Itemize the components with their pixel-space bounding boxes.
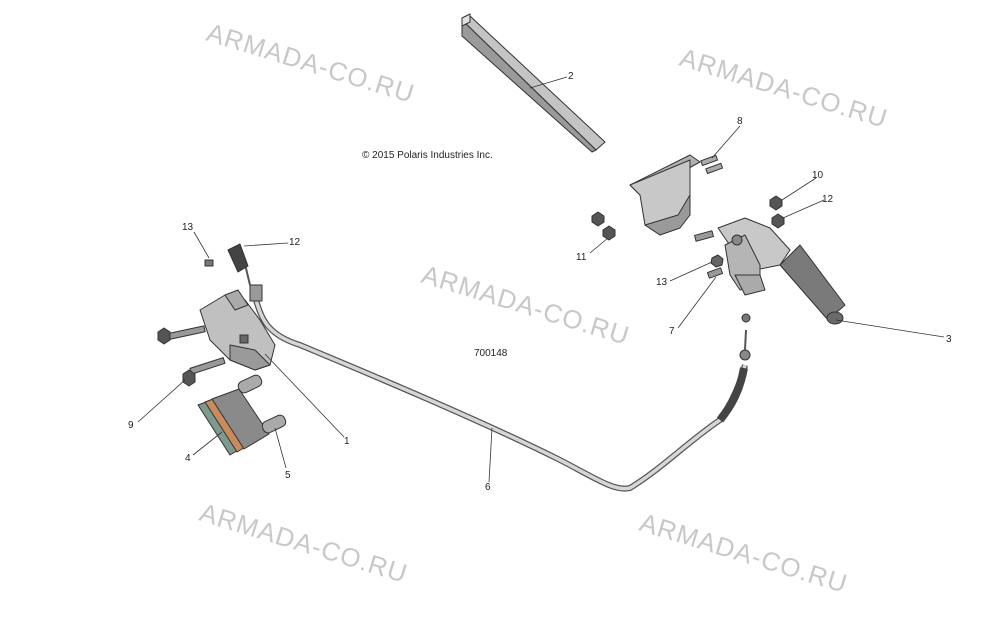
part-4-brake-pads xyxy=(197,388,270,456)
part-2-bar xyxy=(461,13,606,153)
part-11-nuts xyxy=(591,211,616,241)
part-10-nut xyxy=(769,195,783,211)
watermark: ARMADA-CO.RU xyxy=(196,497,411,589)
watermark: ARMADA-CO.RU xyxy=(418,259,633,351)
callout-9: 9 xyxy=(128,420,134,431)
leader-lines xyxy=(137,76,945,483)
part-1-caliper-bracket xyxy=(199,289,276,371)
diagram-id: 700148 xyxy=(474,348,508,359)
part-left-bolts xyxy=(157,325,226,387)
callout-4: 4 xyxy=(185,453,191,464)
callout-13-left: 13 xyxy=(182,222,194,233)
callout-5: 5 xyxy=(285,470,291,481)
part-3-handbrake-lever xyxy=(717,217,846,325)
part-8-bolts xyxy=(700,154,724,175)
part-8-bracket xyxy=(629,154,701,236)
callout-2: 2 xyxy=(568,71,574,82)
part-13-bolt-right xyxy=(694,230,724,268)
watermark: ARMADA-CO.RU xyxy=(636,507,851,599)
callout-1: 1 xyxy=(344,436,350,447)
callout-7: 7 xyxy=(669,326,675,337)
watermark: ARMADA-CO.RU xyxy=(203,17,418,109)
part-7-bolt xyxy=(706,267,724,279)
callout-8: 8 xyxy=(737,116,743,127)
watermark: ARMADA-CO.RU xyxy=(676,42,891,134)
part-12-clip-right xyxy=(771,213,785,229)
part-left-clevis xyxy=(204,243,249,273)
callout-12-right: 12 xyxy=(822,194,834,205)
callout-6: 6 xyxy=(485,482,491,493)
callout-13-right: 13 xyxy=(656,277,668,288)
callout-10: 10 xyxy=(812,170,824,181)
callout-11: 11 xyxy=(576,252,587,263)
callout-labels: 2 8 10 12 11 13 7 3 13 12 1 9 4 5 6 xyxy=(128,71,952,493)
part-5-pins xyxy=(237,374,287,434)
callout-3: 3 xyxy=(946,334,952,345)
callout-12-left: 12 xyxy=(289,237,301,248)
part-6-cable xyxy=(243,259,751,492)
copyright-text: © 2015 Polaris Industries Inc. xyxy=(362,150,493,161)
